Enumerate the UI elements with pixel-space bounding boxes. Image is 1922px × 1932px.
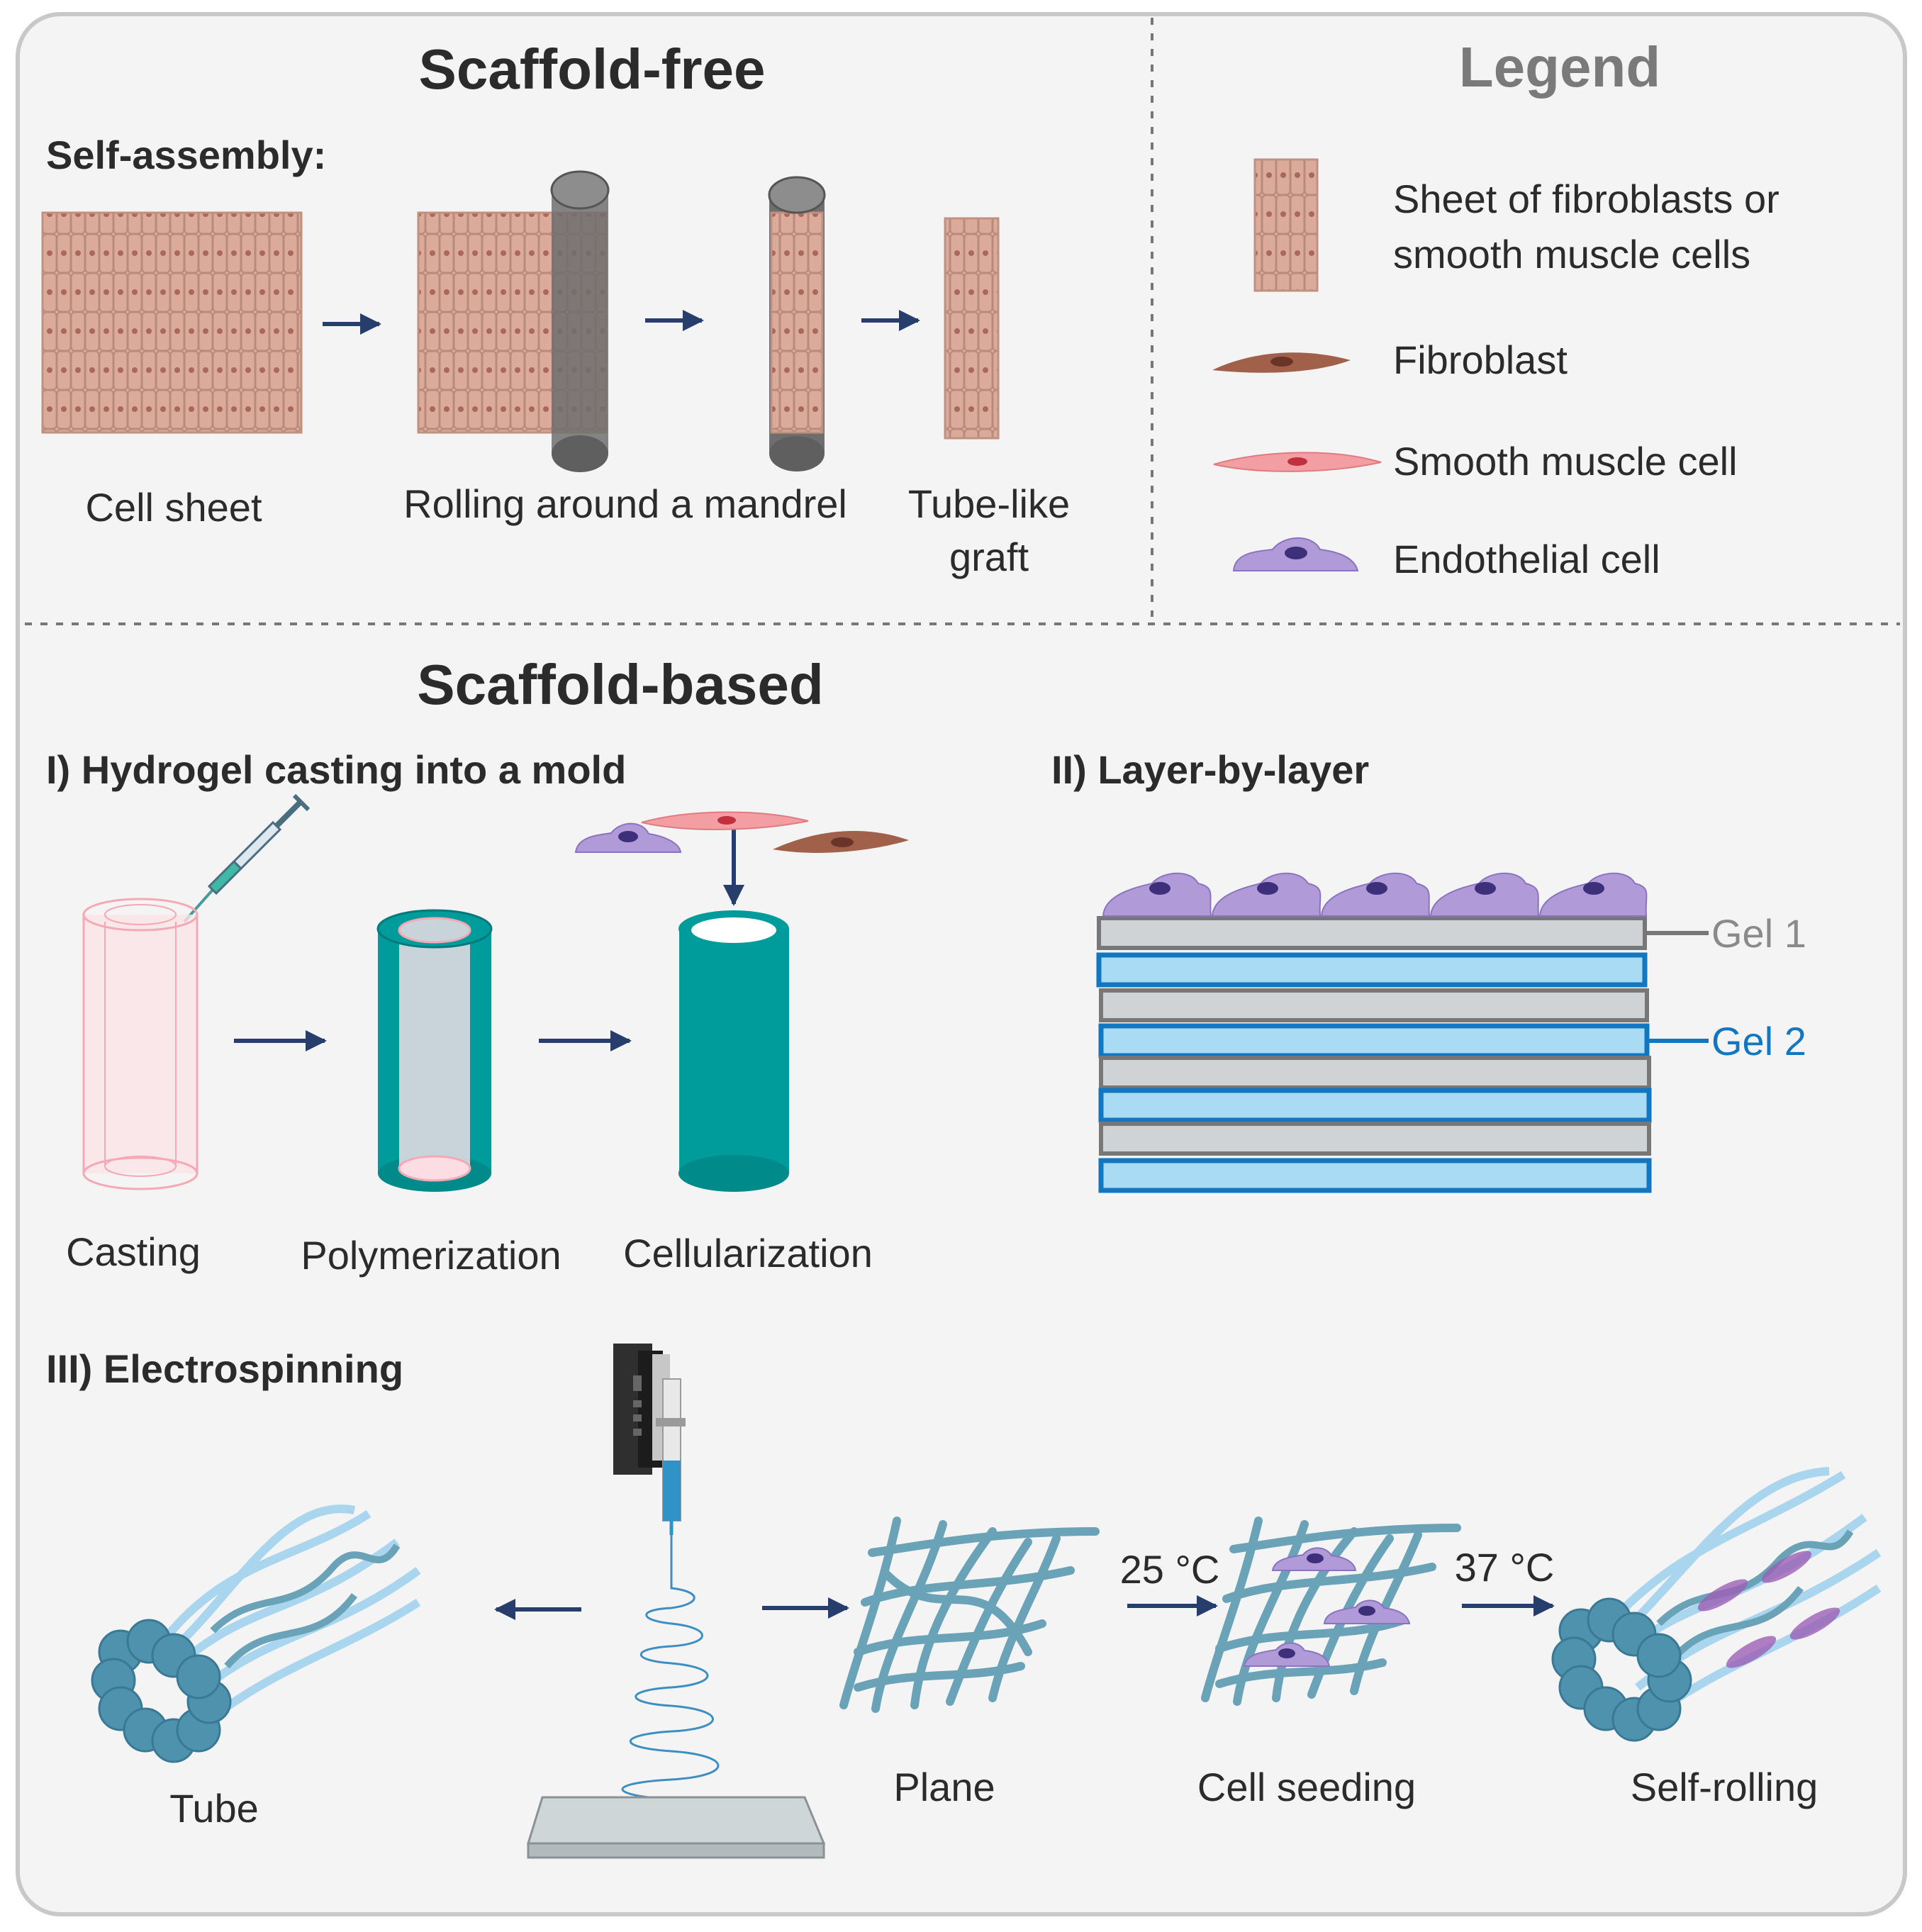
tube-like-label-line1: Tube-like: [908, 481, 1070, 526]
gel-layer-stack: [1096, 916, 1652, 1193]
hydrogel-title: I) Hydrogel casting into a mold: [46, 747, 626, 792]
cellularization-label: Cellularization: [623, 1231, 873, 1275]
casting-mold: [82, 898, 199, 1190]
legend-sheet-label-line2: smooth muscle cells: [1393, 232, 1750, 277]
tube-label: Tube: [169, 1786, 259, 1831]
layer-by-layer-title: II) Layer-by-layer: [1051, 747, 1369, 792]
scaffold-based-title: Scaffold-based: [417, 653, 823, 716]
collector-plate: [526, 1796, 826, 1845]
mandrel: [552, 190, 608, 454]
cellularized-tube: [678, 910, 789, 1192]
self-rolling-label: Self-rolling: [1631, 1765, 1818, 1809]
polymerized-mold: [376, 909, 493, 1192]
casting-label: Casting: [66, 1229, 201, 1274]
legend-sheet-icon: [1253, 158, 1319, 292]
temp2-label: 37 °C: [1455, 1545, 1555, 1590]
electrospun-plane: [839, 1517, 1100, 1713]
legend-smooth-muscle-label: Smooth muscle cell: [1393, 439, 1738, 484]
rolling-label: Rolling around a mandrel: [403, 481, 847, 526]
polymerization-label: Polymerization: [301, 1233, 561, 1278]
self-assembly-subtitle: Self-assembly:: [46, 133, 326, 177]
cell-seeding-label: Cell seeding: [1197, 1765, 1416, 1809]
cell-seeded-plane: [1201, 1517, 1461, 1706]
panel-background: [16, 12, 1907, 1916]
cell-sheet: [41, 211, 303, 434]
legend-fibroblast-label: Fibroblast: [1393, 337, 1568, 382]
electrospinning-title: III) Electrospinning: [46, 1346, 403, 1391]
scaffold-free-title: Scaffold-free: [419, 38, 766, 101]
legend-title: Legend: [1459, 35, 1660, 99]
wrapped-mandrel: [768, 176, 826, 471]
gel1-label: Gel 1: [1711, 911, 1806, 956]
legend-sheet-label-line1: Sheet of fibroblasts or: [1393, 177, 1779, 221]
temp1-label: 25 °C: [1120, 1547, 1220, 1592]
tube-like-graft: [944, 217, 1000, 440]
endothelial-monolayer: [1102, 872, 1648, 917]
cell-sheet-label: Cell sheet: [85, 485, 262, 530]
plane-label: Plane: [893, 1765, 995, 1809]
tube-like-label-line2: graft: [949, 535, 1029, 579]
syringe-pump-icon: [613, 1344, 686, 1535]
self-rolled-tube: [1551, 1467, 1882, 1742]
gel2-label: Gel 2: [1711, 1019, 1806, 1063]
rolling-sheet: [417, 170, 610, 472]
electrospun-tube: [91, 1504, 421, 1763]
legend-endothelial-label: Endothelial cell: [1393, 537, 1660, 581]
